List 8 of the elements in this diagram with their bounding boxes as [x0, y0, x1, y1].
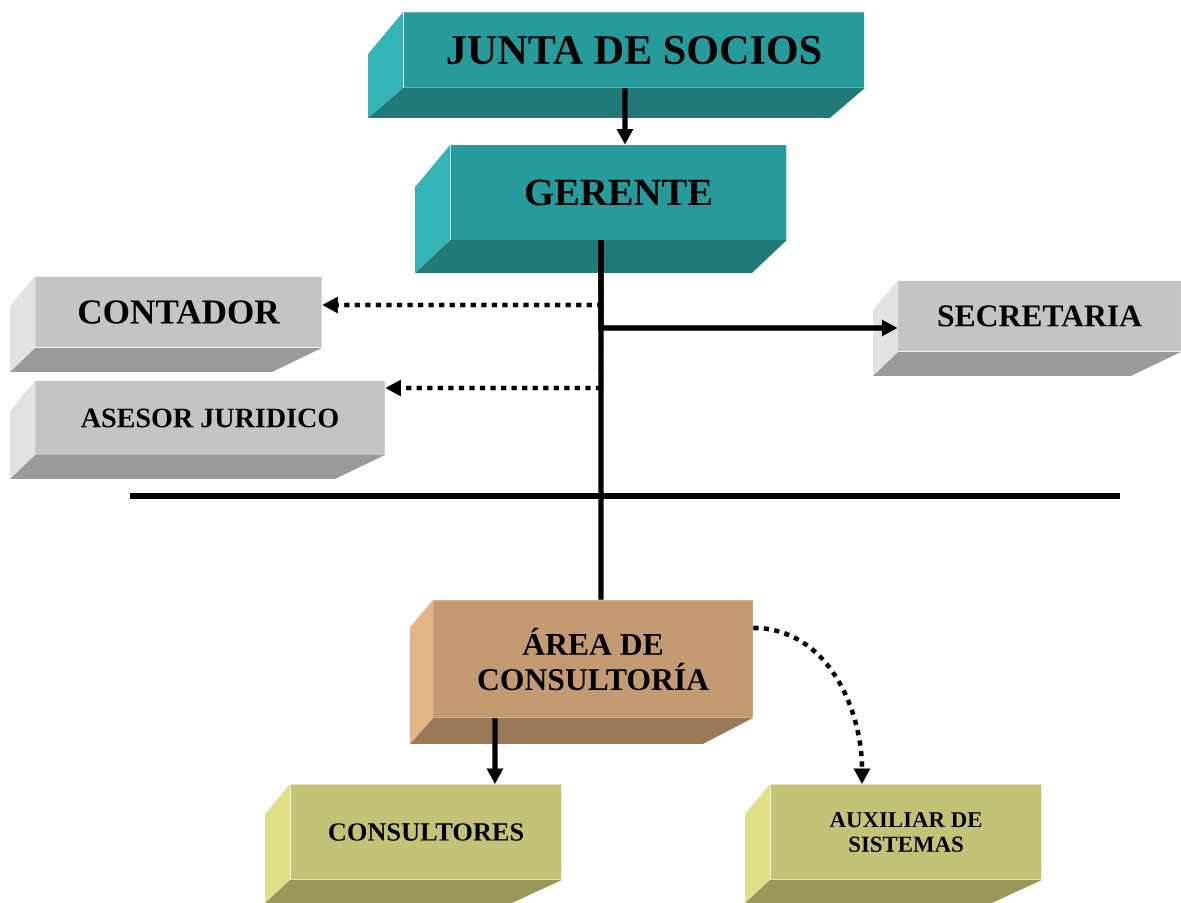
process-box: ASESOR JURIDICO [10, 381, 385, 479]
process-box: CONSULTORES [265, 784, 562, 903]
process-box: CONTADOR [10, 276, 322, 372]
process-box: AUXILIAR DE SISTEMAS [745, 784, 1042, 903]
process-box: ÁREA DE CONSULTORÍA [410, 600, 753, 744]
process-box: SECRETARIA [873, 280, 1181, 376]
process-box: JUNTA DE SOCIOS [368, 12, 865, 118]
process-box: GERENTE [415, 145, 787, 273]
